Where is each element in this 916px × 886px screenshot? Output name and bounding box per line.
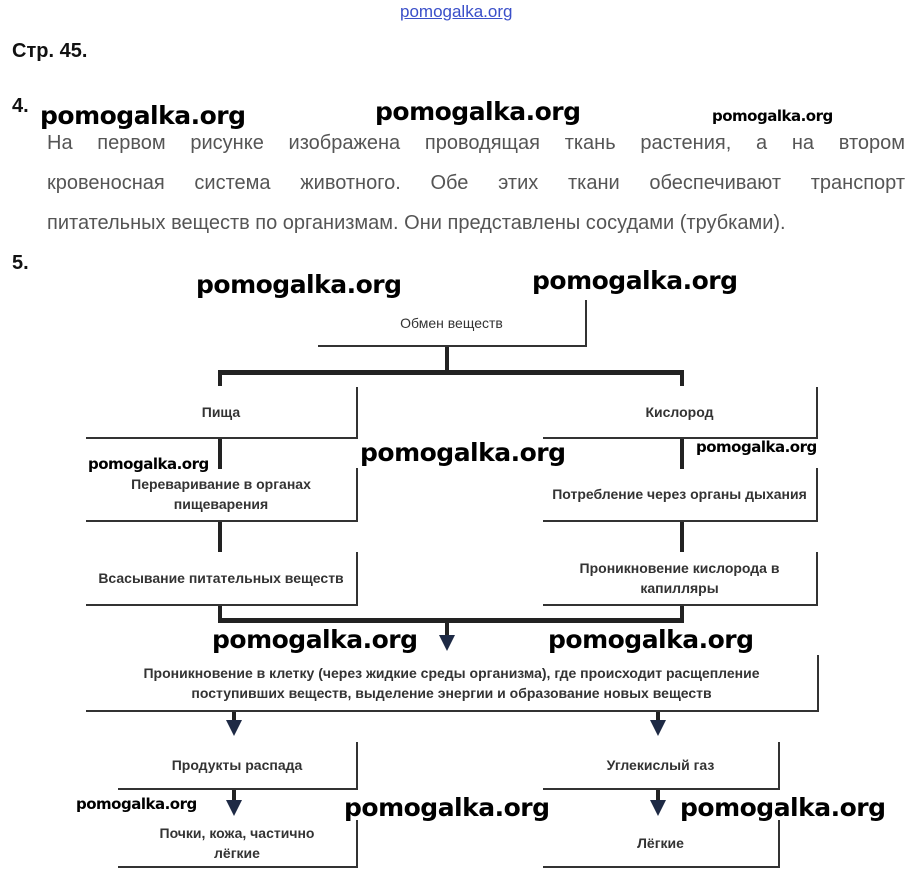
arrow-down-icon xyxy=(226,720,242,736)
connector xyxy=(218,618,684,623)
page-label: Стр. 45. xyxy=(12,40,88,62)
arrow-down-icon xyxy=(439,635,455,651)
cell-text-line-1: Проникновение в клетку (через жидкие сре… xyxy=(143,664,760,681)
watermark: pomogalka.org xyxy=(696,438,817,456)
connector xyxy=(218,606,222,622)
watermark: pomogalka.org xyxy=(88,455,209,473)
connector xyxy=(232,712,236,724)
connector xyxy=(680,439,684,469)
box-lungs: Лёгкие xyxy=(543,820,780,868)
connector xyxy=(445,623,449,637)
box-cell-penetration: Проникновение в клетку (через жидкие сре… xyxy=(86,655,819,712)
box-breathing: Потребление через органы дыхания xyxy=(543,468,818,522)
arrow-down-icon xyxy=(226,800,242,816)
task-4-line-2: кровеносная система животного. Обе этих … xyxy=(47,172,905,194)
connector xyxy=(445,347,449,374)
box-food: Пища xyxy=(86,387,358,439)
watermark: pomogalka.org xyxy=(548,625,754,654)
task-4-line-3: питательных веществ по организмам. Они п… xyxy=(47,212,786,234)
box-decay-products: Продукты распада xyxy=(118,742,358,790)
cell-text-line-2: поступивших веществ, выделение энергии и… xyxy=(191,684,712,701)
connector xyxy=(218,522,222,552)
task-5-number: 5. xyxy=(12,252,29,274)
box-absorption: Всасывание питательных веществ xyxy=(86,552,358,606)
box-capillaries: Проникновение кислорода в капилляры xyxy=(543,552,818,606)
watermark: pomogalka.org xyxy=(196,270,402,299)
task-4-number: 4. xyxy=(12,95,29,117)
connector xyxy=(218,370,684,375)
watermark: pomogalka.org xyxy=(40,101,246,130)
task-4-line-1: На первом рисунке изображена проводящая … xyxy=(47,132,905,154)
box-oxygen: Кислород xyxy=(543,387,818,439)
connector xyxy=(656,712,660,724)
watermark: pomogalka.org xyxy=(344,793,550,822)
watermark: pomogalka.org xyxy=(212,625,418,654)
watermark: pomogalka.org xyxy=(375,97,581,126)
box-metabolism: Обмен веществ xyxy=(318,300,587,347)
connector xyxy=(680,522,684,552)
watermark: pomogalka.org xyxy=(680,793,886,822)
connector xyxy=(218,370,222,386)
connector xyxy=(680,370,684,386)
connector xyxy=(232,790,236,802)
watermark: pomogalka.org xyxy=(712,107,833,125)
watermark: pomogalka.org xyxy=(532,266,738,295)
connector xyxy=(218,439,222,469)
connector xyxy=(680,606,684,622)
arrow-down-icon xyxy=(650,800,666,816)
arrow-down-icon xyxy=(650,720,666,736)
connector xyxy=(656,790,660,802)
box-carbon-dioxide: Углекислый газ xyxy=(543,742,780,790)
watermark: pomogalka.org xyxy=(360,438,566,467)
watermark: pomogalka.org xyxy=(76,795,197,813)
box-digestion: Переваривание в органах пищеварения xyxy=(86,468,358,522)
box-kidneys-skin-lungs: Почки, кожа, частично лёгкие xyxy=(118,820,358,868)
site-link[interactable]: pomogalka.org xyxy=(400,2,513,21)
